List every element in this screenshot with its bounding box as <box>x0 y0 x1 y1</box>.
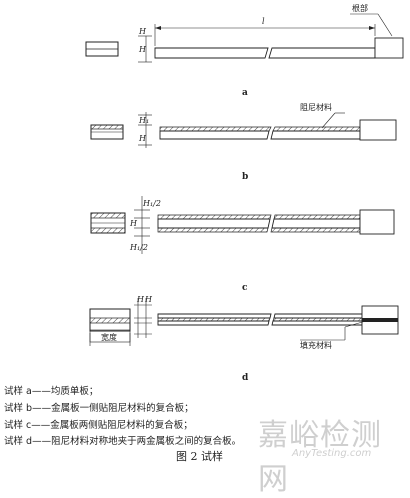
specimen-a: H H l 根部 a <box>85 3 404 98</box>
caption-b: 试样 b——金属板一侧贴阻尼材料的复合板； <box>4 403 194 414</box>
caption-a-text: 均质单板； <box>50 386 99 397</box>
caption-c-text: 金属板两侧贴阻尼材料的复合板； <box>50 420 193 431</box>
caption-d-key: 试样 d <box>4 436 33 447</box>
label-damping-b: 阻尼材料 <box>300 102 332 112</box>
filling-d <box>362 318 398 322</box>
caption-d-text: 阻尼材料对称地夹于两金属板之间的复合板。 <box>51 436 242 447</box>
label-width: 宽度 <box>101 332 117 342</box>
caption-c-key: 试样 c <box>4 420 32 431</box>
label-H-d-2: H <box>136 295 145 304</box>
caption-c: 试样 c——金属板两侧贴阻尼材料的复合板； <box>4 420 193 431</box>
root-b <box>359 119 397 141</box>
label-H1-b: H₁ <box>138 116 149 125</box>
label-H-b: H <box>138 134 147 143</box>
root-c <box>359 209 395 235</box>
subfig-b: b <box>242 172 248 182</box>
subfig-a: a <box>242 88 248 98</box>
label-half-H1-top: H₁/2 <box>142 199 161 208</box>
beam-a-left <box>154 47 269 59</box>
label-filling: 填充材料 <box>300 340 332 350</box>
specimen-diagram: H H l 根部 a H₁ H <box>85 3 404 383</box>
caption-b-text: 金属板一侧贴阻尼材料的复合板； <box>51 403 194 414</box>
label-length: l <box>262 17 265 26</box>
caption-a-key: 试样 a <box>4 386 32 397</box>
subfig-d: d <box>242 373 249 383</box>
label-H-d: H <box>144 295 153 304</box>
caption-a: 试样 a——均质单板； <box>4 386 99 397</box>
subfig-c: c <box>242 283 248 293</box>
watermark-sub: AnyTesting.com <box>292 448 372 459</box>
beam-a-right <box>268 47 376 59</box>
label-root: 根部 <box>352 3 368 13</box>
specimen-c: H₁/2 H H₁/2 c <box>90 196 395 293</box>
caption-d: 试样 d——阻尼材料对称地夹于两金属板之间的复合板。 <box>4 436 242 447</box>
label-H-a: H <box>138 27 147 36</box>
specimen-b: H₁ H 阻尼材料 b <box>90 102 397 182</box>
root-a <box>374 37 404 59</box>
label-H-a-2: H <box>138 45 147 54</box>
label-H-c: H <box>129 219 138 228</box>
specimen-d: 宽度 H H 填充材料 d <box>89 295 399 383</box>
figure-title: 图 2 试样 <box>176 450 223 463</box>
label-half-H1-bottom: H₁/2 <box>129 243 148 252</box>
caption-b-key: 试样 b <box>4 403 33 414</box>
